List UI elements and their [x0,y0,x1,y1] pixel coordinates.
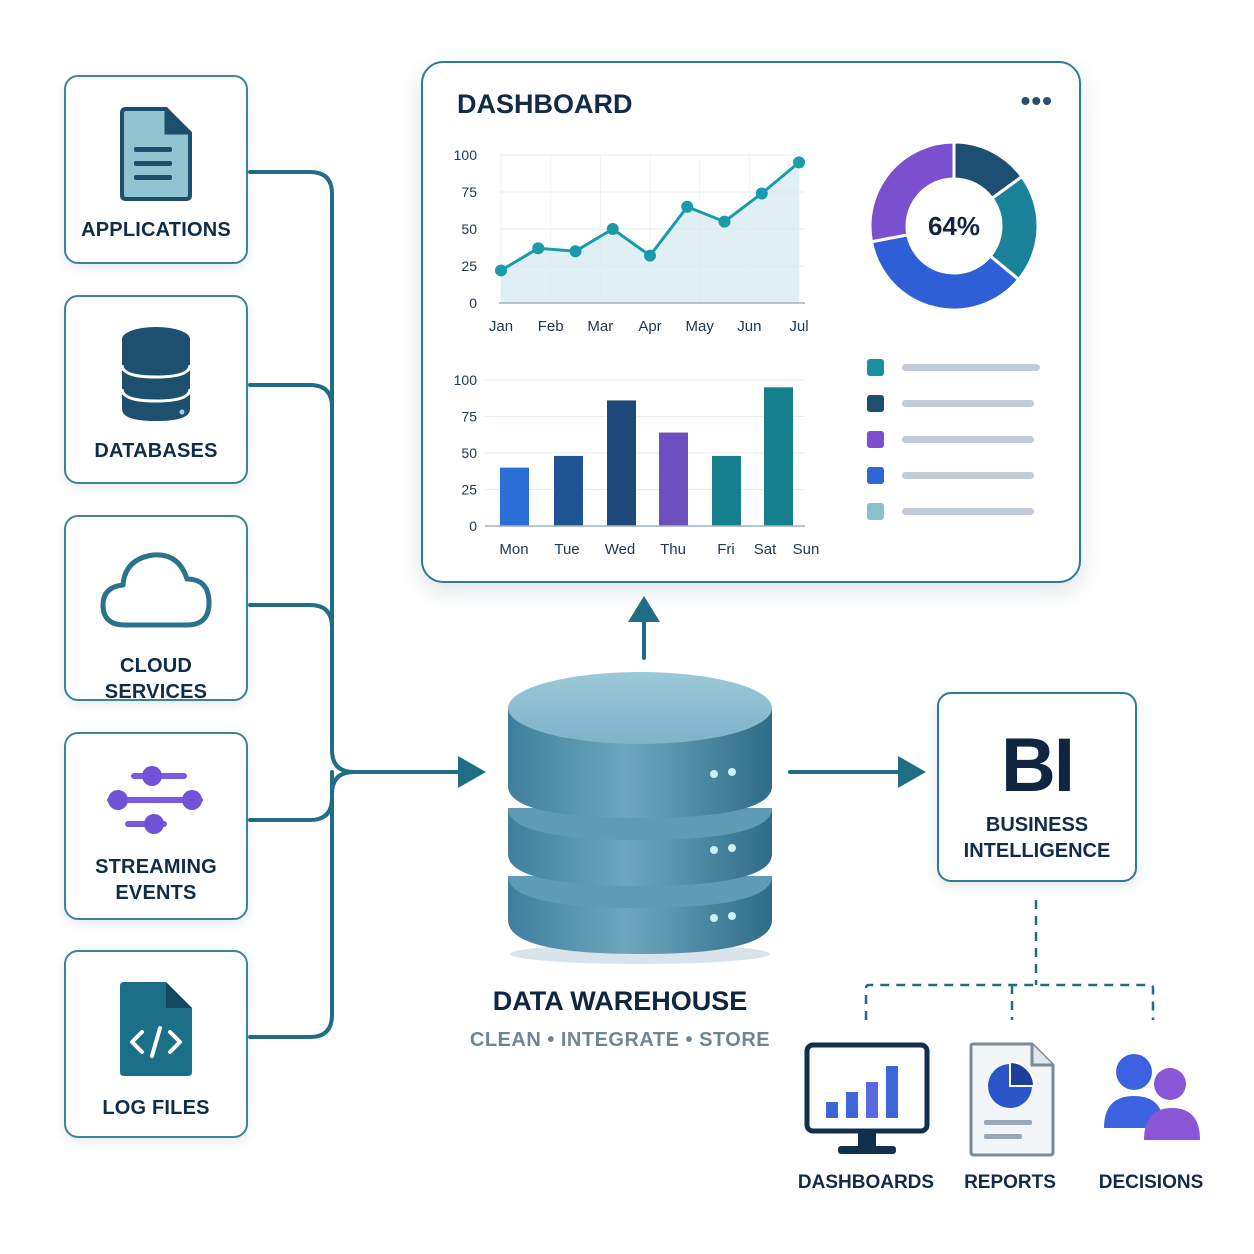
line-chart-ytick: 75 [461,184,477,200]
people-icon[interactable] [1100,1050,1204,1144]
bi-logo-text: BI [1001,723,1075,808]
connector-databases [248,383,334,752]
bar-chart-xtick: Tue [554,541,579,558]
bi-label-line1: BUSINESS [985,814,1089,836]
connector-logs [248,770,356,1039]
line-chart-point [495,264,507,277]
donut-slice [868,140,956,244]
line-chart-point [718,215,731,228]
bar-chart-ytick: 100 [454,372,478,388]
source-databases[interactable]: DATABASES [64,295,248,484]
line-chart-ytick: 0 [469,295,477,311]
line-chart-xtick: Apr [638,318,661,335]
document-icon [120,107,192,201]
legend-swatch [867,503,884,520]
dashboard-title: DASHBOARD [457,89,633,119]
bar-chart-xtick: Mon [499,541,528,558]
line-chart-ytick: 100 [454,147,478,163]
output-label-dashboards: DASHBOARDS [797,1172,935,1193]
line-chart-point [681,200,694,213]
arrow-to-warehouse [458,756,486,788]
bar-chart-bar [500,467,529,526]
arrow-to-dashboard [628,596,660,622]
bar-chart-xtick: Sun [793,541,820,558]
donut-slice [869,233,1021,312]
line-chart-ytick: 25 [461,258,477,274]
bar-chart-bar [607,400,636,526]
more-options-icon[interactable]: ••• [1020,85,1053,116]
line-chart-area [501,162,799,303]
line-chart-xtick: Jun [737,318,761,335]
legend-placeholder-line [902,400,1034,407]
source-label-applications: APPLICATIONS [81,219,231,241]
line-chart-point [755,187,768,200]
legend-swatch [867,395,884,412]
data-warehouse-icon [508,672,772,964]
arrow-to-bi [898,756,926,788]
source-log-files[interactable]: LOG FILES [64,950,248,1138]
line-chart-point [793,156,805,169]
bar-chart-bar [712,455,741,526]
bar-chart-xtick: Wed [605,541,636,558]
line-chart-ytick: 50 [461,221,477,237]
legend-swatch [867,431,884,448]
code-file-icon [120,982,192,1076]
legend-placeholder-line [902,472,1034,479]
source-streaming-events[interactable]: STREAMING EVENTS [64,732,248,920]
line-chart-xtick: Mar [587,318,613,335]
source-label-streaming-1: STREAMING [95,856,217,878]
line-chart-xtick: Jan [489,318,513,335]
connector-cloud [248,603,334,752]
dashed-branch [864,983,1155,1020]
bar-chart-ytick: 25 [461,482,477,498]
donut-center-label: 64% [928,211,980,241]
bar-chart-bar [764,387,793,526]
legend-placeholder-line [902,436,1034,443]
line-chart-point [644,249,656,262]
stream-icon [107,766,203,834]
source-label-cloud: CLOUD SERVICES [104,655,208,703]
bar-chart-ytick: 0 [469,518,477,534]
bar-chart-bar [554,455,583,526]
bar-chart-xtick: Fri [717,541,735,558]
source-cloud-services[interactable]: CLOUD SERVICES [64,515,248,703]
legend-swatch [867,359,884,376]
legend-swatch [867,467,884,484]
bar-chart-ytick: 50 [461,445,477,461]
bi-label-line2: INTELLIGENCE [963,840,1111,862]
line-chart-point [606,223,619,235]
bar-chart-bar [659,432,688,526]
cloud-icon [100,552,212,628]
source-label-streaming-2: EVENTS [115,882,197,904]
line-chart-xtick: Jul [789,318,808,335]
connector-streaming [248,770,334,822]
line-chart-xtick: May [685,318,714,335]
bar-chart-ytick: 75 [461,409,477,425]
source-label-databases: DATABASES [94,440,218,462]
output-label-reports: REPORTS [964,1172,1056,1193]
source-label-logs: LOG FILES [102,1097,210,1119]
warehouse-title: DATA WAREHOUSE [492,986,748,1016]
report-icon[interactable] [968,1042,1056,1158]
line-chart-point [532,242,545,255]
business-intelligence-box[interactable]: BI BUSINESS INTELLIGENCE [937,692,1137,882]
bar-chart-xtick: Sat [754,541,777,558]
monitor-chart-icon[interactable] [804,1042,930,1160]
warehouse-subtitle: CLEAN • INTEGRATE • STORE [469,1029,771,1051]
bar-chart-xtick: Thu [660,541,686,558]
source-applications[interactable]: APPLICATIONS [64,75,248,264]
legend-placeholder-line [902,364,1040,371]
database-icon [120,327,192,421]
line-chart-point [569,245,582,258]
line-chart-xtick: Feb [538,318,564,335]
legend-placeholder-line [902,508,1034,515]
output-label-decisions: DECISIONS [1098,1172,1204,1193]
